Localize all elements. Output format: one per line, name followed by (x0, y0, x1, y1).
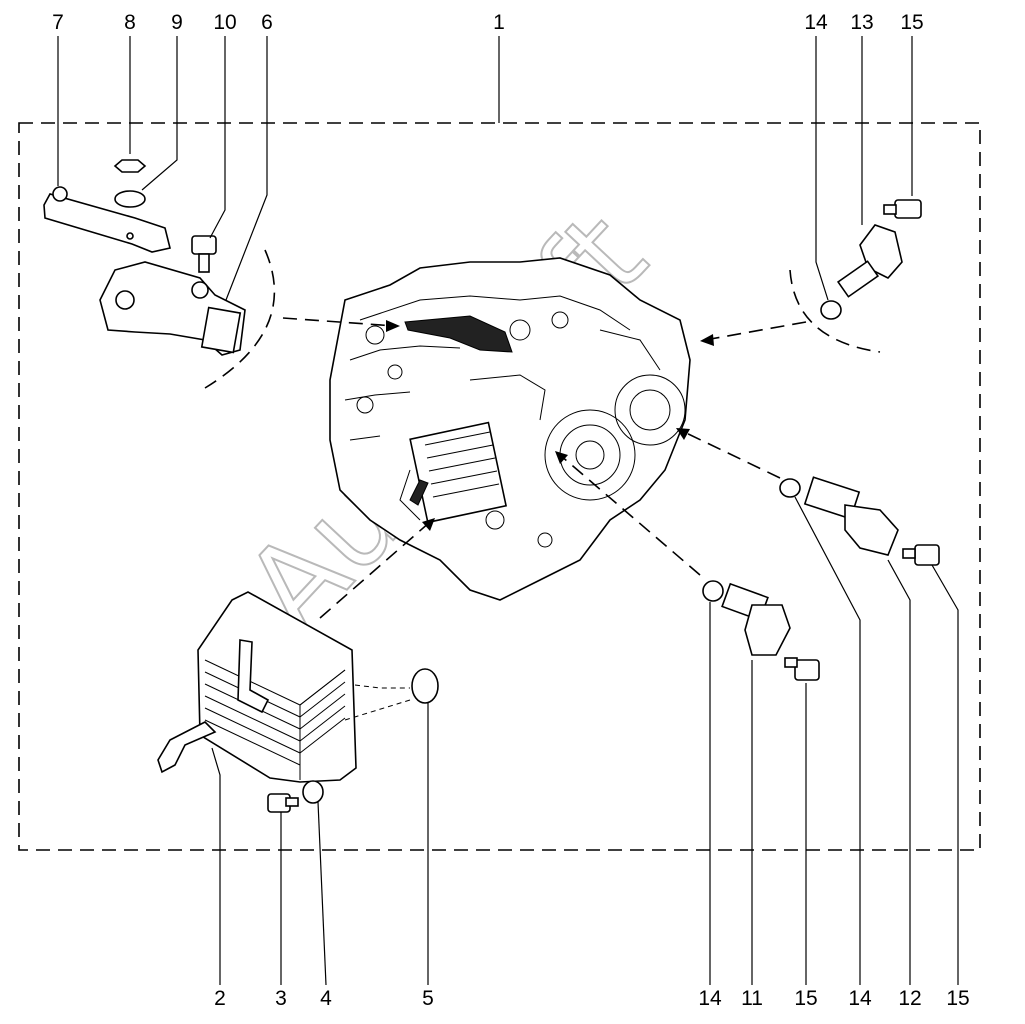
callout-3: 3 (275, 987, 287, 1010)
sensor-11 (721, 582, 791, 656)
callout-15-bottom-b: 15 (946, 987, 969, 1010)
callout-15-bottom-a: 15 (794, 987, 817, 1010)
callout-4: 4 (320, 987, 332, 1010)
speed-sensor-13 (836, 224, 903, 298)
callout-14-bottom-b: 14 (848, 987, 872, 1010)
detail-arc-left (204, 249, 276, 389)
sensor-12 (803, 476, 899, 556)
callout-8: 8 (124, 11, 136, 34)
callout-9: 9 (171, 11, 183, 34)
nut-8 (113, 159, 147, 173)
o-ring-14-top (820, 300, 842, 320)
callout-13: 13 (850, 11, 873, 34)
callout-12: 12 (898, 987, 921, 1010)
o-ring-14-lower (702, 580, 724, 602)
leader-lines (57, 36, 959, 986)
callout-10: 10 (213, 11, 236, 34)
o-ring-14-right (779, 478, 801, 498)
bolt-15-right (902, 544, 940, 566)
bolt-15-top (883, 199, 922, 219)
callout-5: 5 (422, 987, 434, 1010)
callout-2: 2 (214, 987, 226, 1010)
callout-6: 6 (261, 11, 273, 34)
callout-14-bottom-a: 14 (698, 987, 722, 1010)
callout-11: 11 (741, 987, 763, 1010)
callout-15-top: 15 (900, 11, 923, 34)
bolt-3 (267, 793, 299, 813)
selector-lever-arm (43, 186, 171, 253)
assembly-arrows (282, 317, 807, 721)
washer-4 (302, 780, 324, 804)
o-ring-5 (411, 668, 439, 704)
bolt-15-lower (784, 657, 820, 681)
callout-14-top: 14 (804, 11, 828, 34)
detail-arc-right (789, 269, 881, 353)
callout-labels: 1 7 8 9 10 6 14 13 15 2 3 4 5 14 11 15 1… (52, 11, 970, 1010)
oil-cooler (157, 591, 357, 783)
bolt-10 (191, 235, 217, 273)
washer-9 (114, 190, 146, 208)
callout-1: 1 (493, 11, 505, 34)
callout-7: 7 (52, 11, 64, 34)
position-switch (99, 261, 246, 356)
transmission-housing (329, 257, 691, 601)
assembly-boundary (18, 122, 981, 851)
